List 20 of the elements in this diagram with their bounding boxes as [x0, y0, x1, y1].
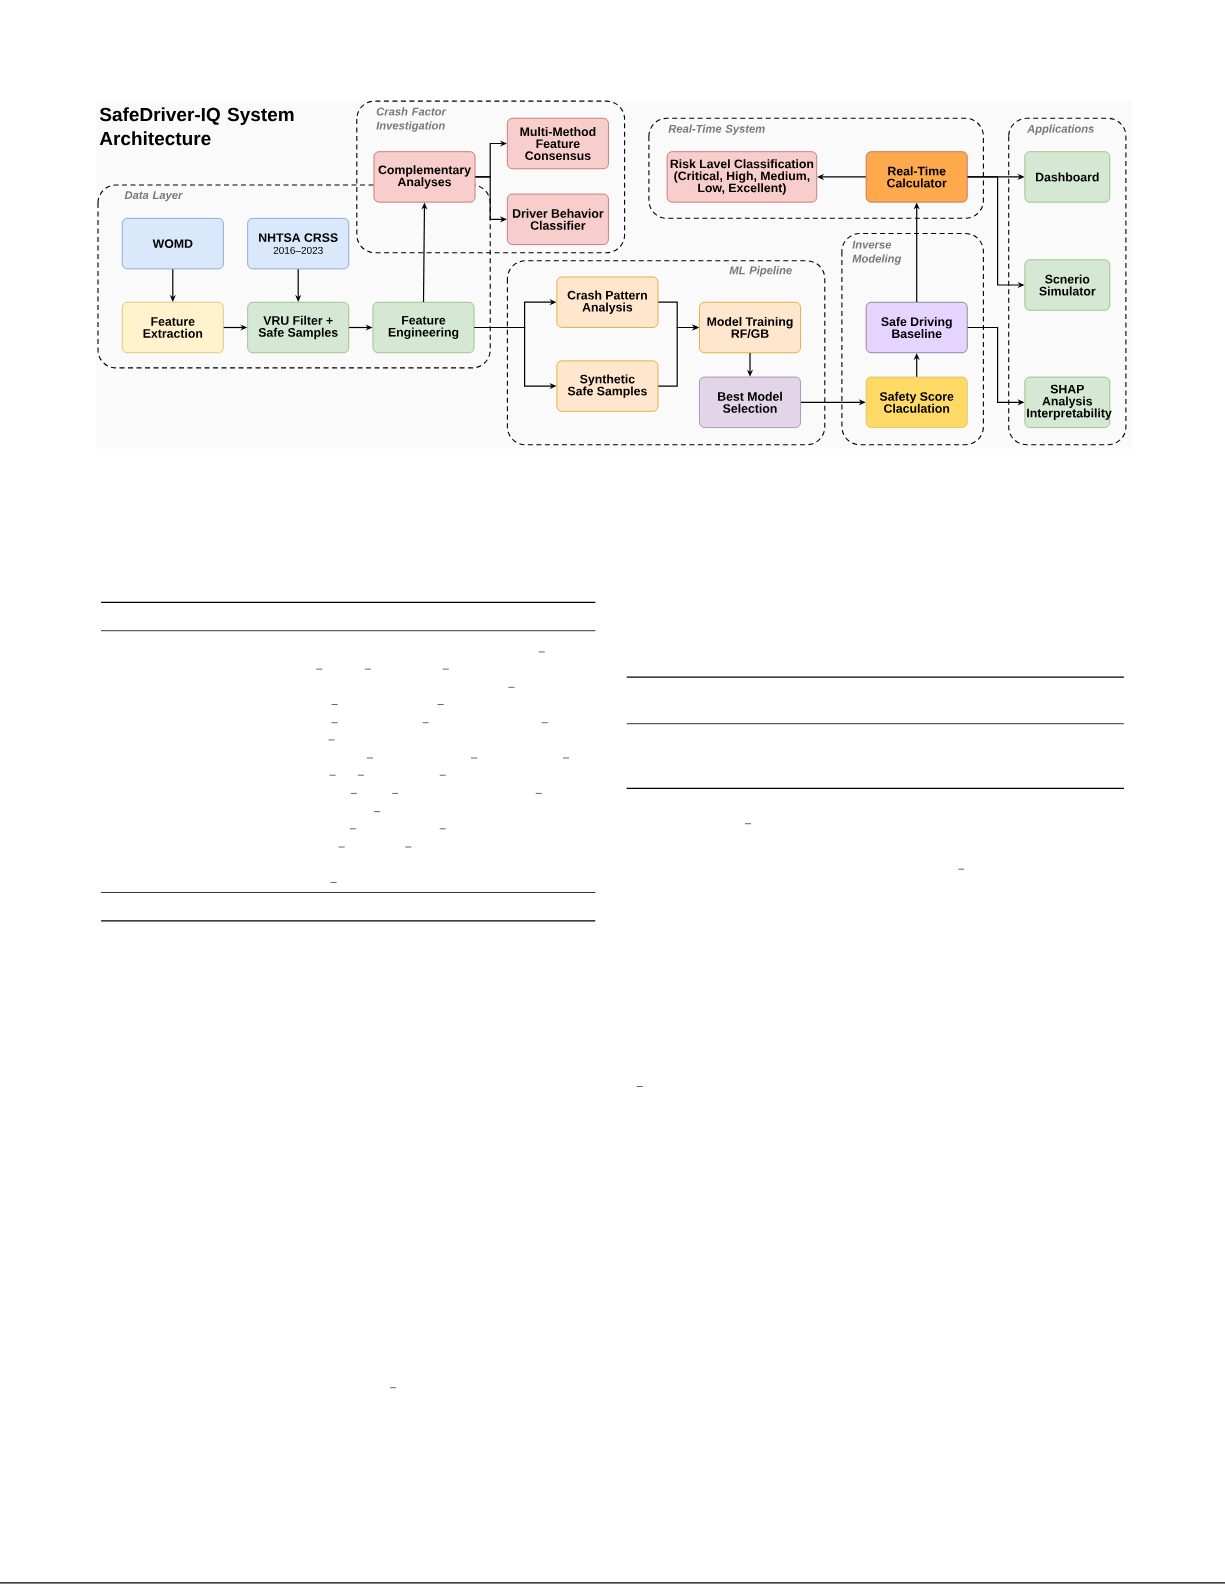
process-box: Feature Engineering — [372, 301, 475, 354]
process-box: NHTSA CRSS 2016–2023 — [247, 218, 350, 270]
process-box: Safety Score Claculation — [865, 376, 968, 428]
process-box: Driver Behavior Classifier — [507, 193, 609, 245]
process-box: Synthetic Safe Samples — [556, 360, 659, 412]
process-box: SHAP Analysis Interpretability — [1024, 376, 1112, 428]
process-box: Complementary Analyses — [373, 151, 476, 203]
process-box: Real-Time Calculator — [865, 151, 968, 203]
process-box: Safe Driving Baseline — [865, 301, 968, 354]
process-box: Model Training RF/GB — [699, 301, 801, 354]
process-box: Dashboard — [1024, 151, 1111, 203]
process-box: Multi-Method Feature Consensus — [507, 117, 609, 170]
diagram-title: SafeDriver-IQ System Architecture — [99, 107, 294, 146]
process-box: WOMD — [121, 218, 224, 270]
process-box: Crash Pattern Analysis — [556, 276, 659, 328]
process-box: Best Model Selection — [699, 376, 801, 428]
process-box: Feature Extraction — [121, 301, 224, 354]
process-box: VRU Filter + Safe Samples — [247, 301, 350, 354]
process-box: Risk Lavel Classification (Critical, High, Medium, Low, Excellent) — [666, 151, 818, 203]
process-box: Scnerio Simulator — [1024, 259, 1111, 311]
